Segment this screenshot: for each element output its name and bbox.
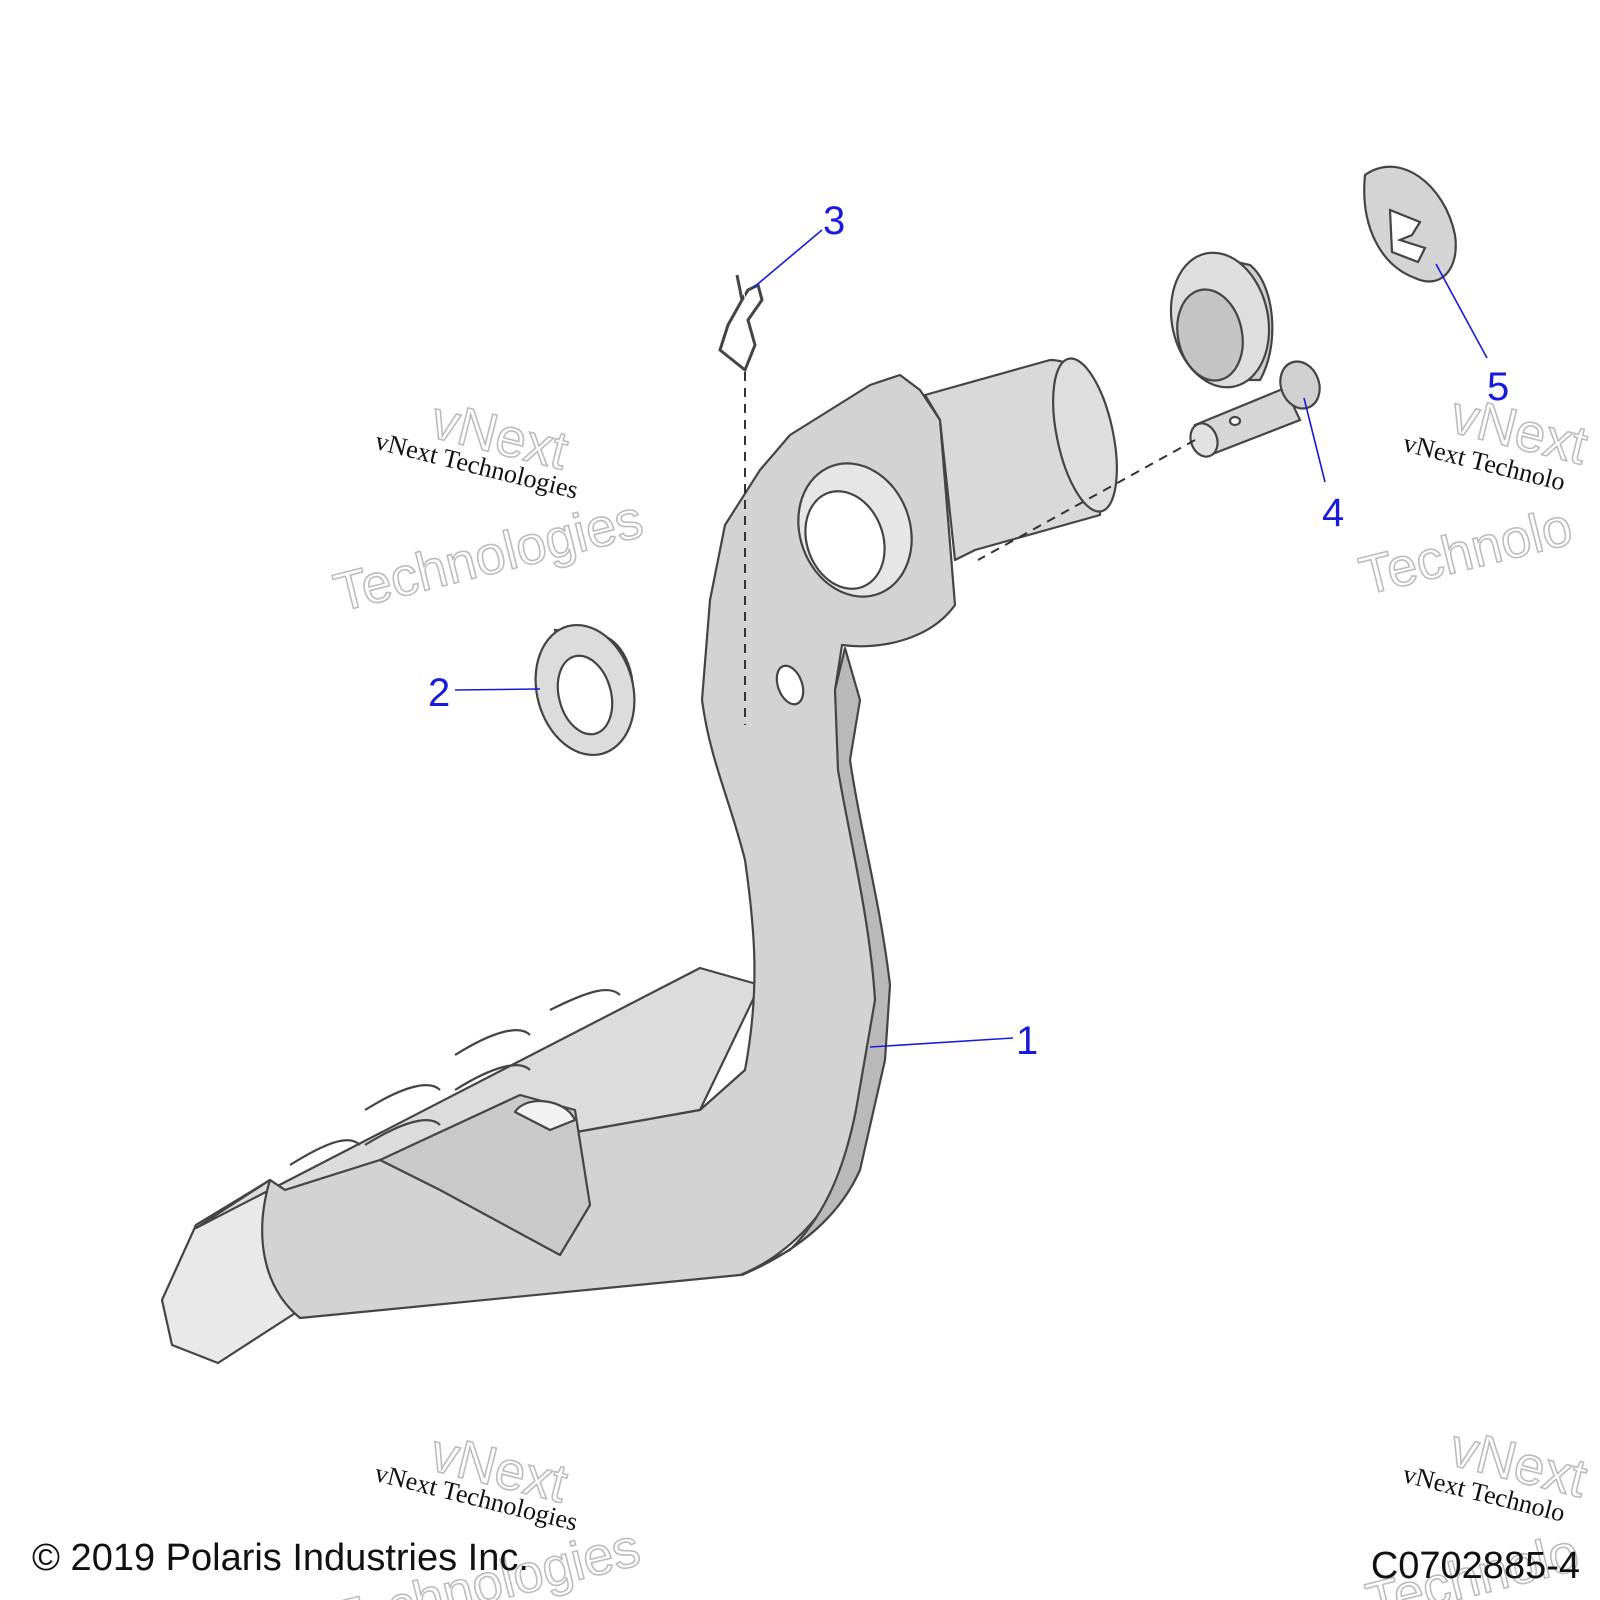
clevis-pin-tip bbox=[1189, 422, 1219, 458]
callout-2: 2 bbox=[428, 671, 450, 715]
watermark-big-vnext: vNext bbox=[1445, 385, 1593, 477]
bushing-part bbox=[534, 623, 636, 757]
tread-ridge bbox=[364, 1084, 441, 1111]
leader-5 bbox=[1435, 263, 1488, 359]
watermark-big-technologies: Technologies bbox=[328, 489, 648, 623]
callout-numbers: 1 2 3 4 5 bbox=[428, 199, 1509, 1063]
tread-ridge bbox=[454, 1029, 531, 1056]
clevis-pin-head bbox=[1279, 360, 1321, 410]
watermark-bottom-right: vNext vNext Technolo bbox=[1400, 1417, 1593, 1528]
assembly-guide-lines bbox=[744, 372, 1196, 725]
e-clip-part bbox=[1363, 165, 1457, 283]
watermark-big-technologies: Technolo bbox=[1354, 496, 1578, 607]
watermark-top-right: vNext vNext Technolo bbox=[1400, 384, 1594, 497]
watermark-top-left: vNext vNext Technologies bbox=[372, 389, 581, 505]
callout-1: 1 bbox=[1016, 1019, 1038, 1063]
pivot-hole bbox=[804, 490, 886, 590]
leader-1 bbox=[869, 1037, 1014, 1048]
clip-pin-hole bbox=[775, 664, 805, 706]
callout-3: 3 bbox=[823, 199, 845, 243]
hair-clip-wire bbox=[718, 274, 764, 373]
leader-3 bbox=[752, 229, 823, 289]
callout-4: 4 bbox=[1322, 491, 1344, 535]
copyright-notice: © 2019 Polaris Industries Inc. bbox=[32, 1537, 529, 1579]
brake-pedal-part bbox=[160, 357, 1118, 1365]
watermark-bottom-left: vNext vNext Technologies bbox=[372, 1422, 581, 1537]
pivot-tube-end bbox=[1052, 357, 1118, 513]
watermark-top-right-big: Technolo bbox=[1353, 495, 1579, 607]
pedal-arm-side-face bbox=[740, 646, 892, 1277]
figure-id: C0702885-4 bbox=[1371, 1545, 1580, 1587]
clevis-pin-part bbox=[1189, 360, 1321, 458]
tread-ridge bbox=[454, 1064, 531, 1091]
flanged-bushing-part bbox=[1169, 251, 1274, 389]
leader-4 bbox=[1303, 397, 1326, 483]
watermark-top-left-big: Technologies bbox=[327, 488, 649, 624]
hair-clip-part bbox=[718, 274, 764, 373]
clevis-pin-crosshole bbox=[1228, 415, 1242, 427]
pedal-pad-recess bbox=[378, 1093, 592, 1257]
tread-ridge bbox=[549, 988, 621, 1011]
e-clip-opening bbox=[1388, 208, 1427, 264]
tread-ridge bbox=[289, 1139, 361, 1166]
tread-ridge bbox=[364, 1119, 441, 1146]
callout-leaders bbox=[454, 229, 1488, 1048]
callout-5: 5 bbox=[1487, 365, 1509, 409]
bushing-bore bbox=[556, 654, 614, 736]
leader-2 bbox=[454, 688, 541, 691]
flanged-bushing-bore bbox=[1176, 288, 1244, 382]
pedal-pad-slot bbox=[513, 1100, 577, 1132]
